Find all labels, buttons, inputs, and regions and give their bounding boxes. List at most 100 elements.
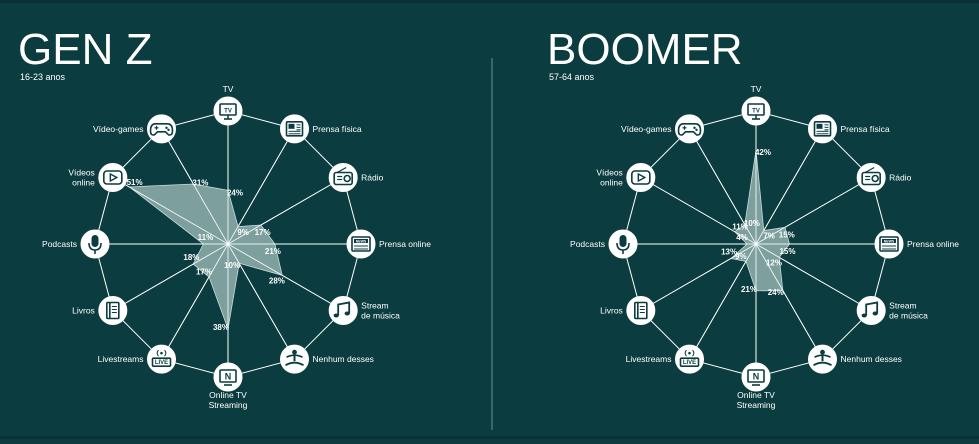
axis-spoke-overlay [640,177,757,245]
axis-spoke-overlay [689,243,757,360]
streaming-n-icon: N [213,362,243,392]
icon-badge [626,296,656,325]
category-label: TV [223,84,234,94]
microphone-icon [80,229,110,259]
news-site-icon: NEWS [874,229,904,259]
category-label: Vídeos [68,168,94,178]
category-label: Online TV [737,390,775,400]
category-label: Livestreams [98,354,144,364]
category-label: Podcasts [42,239,77,249]
axis-spoke-overlay [755,128,823,245]
axis-spoke-overlay [161,128,229,245]
category-label: Nenhum desses [841,354,902,364]
category-label: Prensa física [841,124,890,134]
category-label: de música [361,311,400,321]
category-label: Vídeo-games [621,124,672,134]
category-label: Livestreams [626,354,672,364]
play-icon [626,163,656,192]
category-label: Stream [361,301,388,311]
news-icon-label: NEWS [356,239,367,243]
value-label: 31% [192,178,208,187]
axis-spoke-overlay [755,243,872,311]
music-note-icon [328,296,358,325]
value-label: 18% [183,253,199,262]
radar-chart-0: GEN Z16-23 anos24%9%17%21%28%10%38%17%18… [18,25,431,410]
live-icon: LIVE [147,344,176,374]
radio-icon [328,163,358,192]
value-label: 4% [736,233,748,242]
value-label: 10% [744,219,760,228]
book-icon [98,296,128,325]
streaming-icon-label: N [225,372,232,382]
category-label: Prensa online [379,239,431,249]
axis-spoke-overlay [227,177,344,245]
value-label: 12% [766,259,782,268]
axis-spoke-overlay [161,243,229,360]
category-label: Livros [600,306,623,316]
icon-badge [856,296,886,325]
icon-badge [675,114,704,144]
tv-icon-label: TV [752,109,760,115]
chart-title: BOOMER [547,25,743,74]
category-label: Prensa online [907,239,959,249]
value-label: 42% [755,148,771,157]
category-label: Streaming [209,400,248,410]
streaming-icon-label: N [753,372,760,382]
category-label: Rádio [361,173,383,183]
category-label: Streaming [737,400,776,410]
category-label: TV [751,84,762,94]
chart-subtitle: 16-23 anos [20,72,66,82]
streaming-n-icon: N [741,362,771,392]
value-label: 28% [269,276,285,285]
value-label: 17% [196,268,212,277]
icon-badge [328,296,358,325]
category-label: Stream [889,301,916,311]
value-label: 9% [237,228,249,237]
book-icon [626,296,656,325]
value-label: 13% [721,248,737,257]
category-label: online [600,178,623,188]
axis-spoke-overlay [112,243,229,311]
value-label: 15% [779,230,795,239]
category-label: online [72,178,95,188]
news-icon-label: NEWS [884,239,895,243]
category-label: Vídeos [596,168,622,178]
newspaper-icon [280,114,309,144]
category-label: Vídeo-games [93,124,144,134]
axis-spoke-overlay [640,243,757,311]
bottom-border [0,436,979,439]
value-label: 24% [227,188,243,197]
live-icon-label: LIVE [683,360,696,366]
value-label: 21% [265,247,281,256]
music-note-icon [856,296,886,325]
tv-icon: TV [213,96,243,126]
meditation-icon [280,344,309,374]
value-label: 11% [198,233,214,242]
radio-icon [856,163,886,192]
value-label: 11% [732,223,748,232]
news-site-icon: NEWS [346,229,376,259]
category-label: Livros [72,306,95,316]
icon-badge [147,114,176,144]
data-polygon [730,150,790,292]
value-label: 9% [735,252,747,261]
tv-icon: TV [741,96,771,126]
newspaper-icon [808,114,837,144]
top-border [0,0,979,3]
axis-spoke-overlay [755,243,823,360]
value-label: 21% [741,285,757,294]
play-icon [98,163,128,192]
axis-spoke-overlay [227,128,295,245]
live-icon: LIVE [675,344,704,374]
meditation-icon [808,344,837,374]
category-label: de música [889,311,928,321]
axis-spoke-overlay [112,177,229,245]
value-label: 10% [224,261,240,270]
category-label: Nenhum desses [313,354,374,364]
chart-title: GEN Z [18,25,152,74]
gamepad-icon [675,114,704,144]
live-icon-label: LIVE [155,360,168,366]
